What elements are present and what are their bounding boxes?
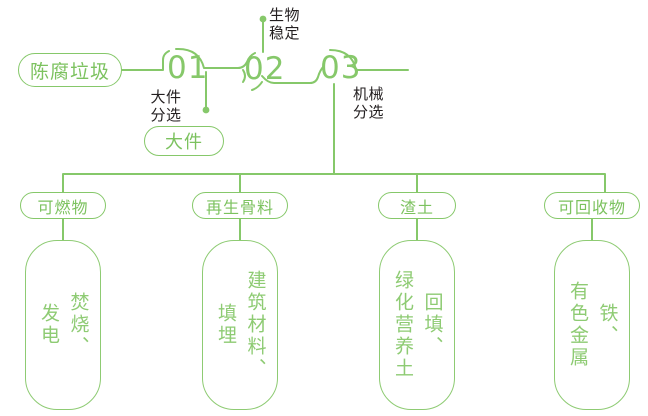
node-output-3[interactable]: 渣土 [378, 192, 456, 219]
detail-box-3-col-1: 回填、 [421, 292, 443, 358]
detail-box-4-col-2: 有色金属 [567, 281, 588, 369]
stage-caption-02: 生物 稳定 [269, 7, 301, 43]
wire-02-curl [251, 81, 263, 91]
detail-box-1-col-1: 焚烧、 [67, 292, 89, 358]
wire-bus [62, 173, 606, 187]
detail-box-1-text: 焚烧、发电 [34, 292, 93, 358]
node-output-1-label: 可燃物 [37, 199, 89, 217]
node-byproduct-bulky-label: 大件 [165, 132, 203, 152]
wire-dot-bio [259, 15, 267, 23]
detail-box-4-text: 铁、有色金属 [563, 281, 622, 369]
wire-dot-bulky [202, 106, 210, 114]
detail-box-2-col-1: 建筑材料、 [244, 270, 266, 380]
node-source-label: 陈腐垃圾 [29, 61, 110, 83]
wire-02-left-tail [242, 69, 246, 83]
stage-number-03[interactable]: 03 [320, 53, 361, 84]
stage-number-01[interactable]: 01 [167, 53, 208, 84]
node-output-1[interactable]: 可燃物 [20, 192, 106, 219]
stage-number-02-text: 02 [244, 51, 286, 87]
detail-box-1[interactable]: 焚烧、发电 [25, 240, 101, 410]
stage-number-03-text: 03 [320, 50, 362, 86]
wire-03-to-right [329, 49, 409, 71]
stage-caption-01: 大件 分选 [150, 89, 182, 125]
detail-box-4-col-1: 铁、 [596, 303, 618, 347]
stage-number-01-text: 01 [167, 50, 209, 86]
node-output-3-label: 渣土 [399, 199, 434, 217]
detail-box-2[interactable]: 建筑材料、填埋 [202, 240, 278, 410]
stage-caption-03: 机械 分选 [353, 86, 385, 122]
node-output-4[interactable]: 可回收物 [544, 192, 640, 219]
node-output-4-label: 可回收物 [557, 199, 626, 217]
node-byproduct-bulky[interactable]: 大件 [144, 126, 224, 156]
wire-02-to-03 [261, 65, 325, 84]
node-output-2-label: 再生骨料 [205, 199, 274, 217]
detail-box-3-text: 回填、绿化营养土 [388, 270, 447, 380]
wire-01-to-02 [175, 47, 256, 69]
node-source[interactable]: 陈腐垃圾 [18, 53, 122, 87]
node-output-2[interactable]: 再生骨料 [192, 192, 288, 219]
detail-box-3[interactable]: 回填、绿化营养土 [379, 240, 455, 410]
detail-box-2-col-2: 填埋 [215, 303, 236, 347]
detail-box-1-col-2: 发电 [38, 303, 59, 347]
detail-box-3-col-2: 绿化营养土 [392, 270, 413, 380]
detail-box-4[interactable]: 铁、有色金属 [554, 240, 630, 410]
detail-box-2-text: 建筑材料、填埋 [211, 270, 270, 380]
stage-number-02[interactable]: 02 [244, 54, 285, 85]
wire-source-to-01 [121, 50, 170, 71]
